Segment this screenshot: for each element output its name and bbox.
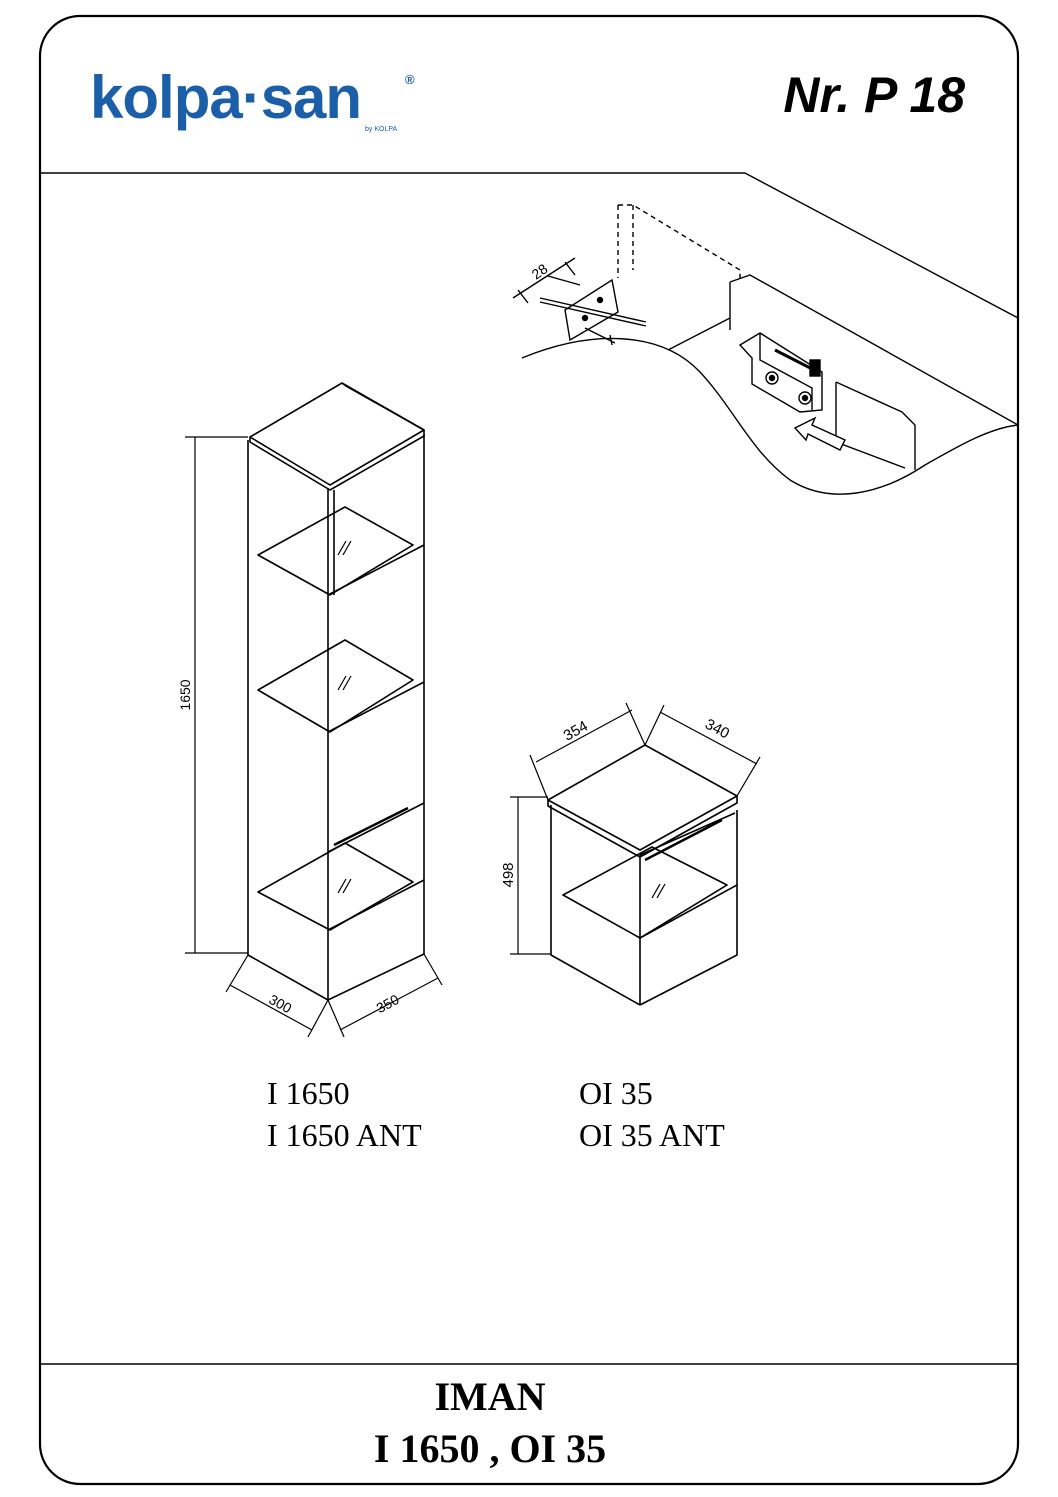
small-width-dim: 354 <box>561 718 591 745</box>
side-panel <box>835 381 916 470</box>
dim-354-ext1 <box>529 754 549 801</box>
tall-height-dim: 1650 <box>177 679 193 710</box>
glass-shelf-icon <box>257 639 414 733</box>
arrow-icon <box>793 416 846 451</box>
sheet-number: Nr. P 18 <box>783 67 965 123</box>
small-door-bottom <box>639 884 738 939</box>
glass-mark <box>651 883 666 899</box>
dim-350-ext2 <box>423 953 443 986</box>
tall-depth-dim: 300 <box>266 991 294 1016</box>
tall-top-back-edge <box>341 382 425 431</box>
small-handle <box>644 818 723 862</box>
brand-registered: ® <box>405 72 415 87</box>
dim-354-line <box>535 709 633 763</box>
small-left-side <box>550 805 641 1006</box>
dim-340-ext1 <box>644 704 665 746</box>
cabinet-inner <box>667 317 731 351</box>
small-top <box>547 744 738 851</box>
glass-shelf-icon <box>257 506 414 596</box>
small-right-side <box>639 810 738 1006</box>
wall-edge <box>744 172 1019 319</box>
dim-28-line <box>512 257 576 299</box>
dim-28-tick1 <box>517 289 529 304</box>
hidden-outline <box>618 204 741 282</box>
dim-350-line <box>339 977 439 1031</box>
glass-shelf-icon <box>257 842 414 931</box>
dim-354-ext2 <box>625 702 646 746</box>
dim-28-tick2 <box>564 261 576 276</box>
brand-logo: kolpa·san ® by KOLPA <box>90 64 415 133</box>
small-depth-dim: 340 <box>702 716 732 743</box>
tall-right-side <box>327 434 425 1001</box>
screw-icon <box>539 275 647 346</box>
brand-tagline: by KOLPA <box>365 126 397 133</box>
dim-300-line <box>229 984 313 1031</box>
dim-300-ext1 <box>225 954 249 993</box>
hardware-dim-28: 28 <box>529 260 551 282</box>
footer-codes: I 1650 , OI 35 <box>374 1426 606 1471</box>
glass-mark <box>337 540 352 894</box>
dim-340-ext2 <box>736 756 761 797</box>
model-small-2: OI 35 ANT <box>579 1117 725 1153</box>
footer-series: IMAN <box>434 1374 545 1419</box>
sheet-frame <box>38 14 1020 1486</box>
side-panel-inner <box>835 382 906 469</box>
dim-300-ext2 <box>307 999 329 1038</box>
small-cabinet-drawing <box>510 702 761 1006</box>
model-tall-1: I 1650 <box>267 1075 350 1111</box>
tall-handle <box>333 806 409 847</box>
cabinet-top <box>729 274 1019 426</box>
mounting-detail <box>512 172 1019 495</box>
wall-bracket-icon <box>738 332 823 413</box>
small-height-dim: 498 <box>500 862 517 887</box>
model-small-1: OI 35 <box>579 1075 653 1111</box>
model-tall-2: I 1650 ANT <box>267 1117 422 1153</box>
tall-top <box>249 382 425 486</box>
small-door-top <box>639 812 736 856</box>
tall-width-dim: 350 <box>374 991 402 1016</box>
dim-340-line <box>659 711 758 765</box>
glass-shelf-icon <box>562 846 728 939</box>
break-line <box>521 337 1019 495</box>
tall-cabinet-drawing <box>185 382 443 1038</box>
dim-350-ext1 <box>327 999 345 1038</box>
brand-name: kolpa·san <box>90 64 361 131</box>
tall-left-side <box>247 440 329 1001</box>
